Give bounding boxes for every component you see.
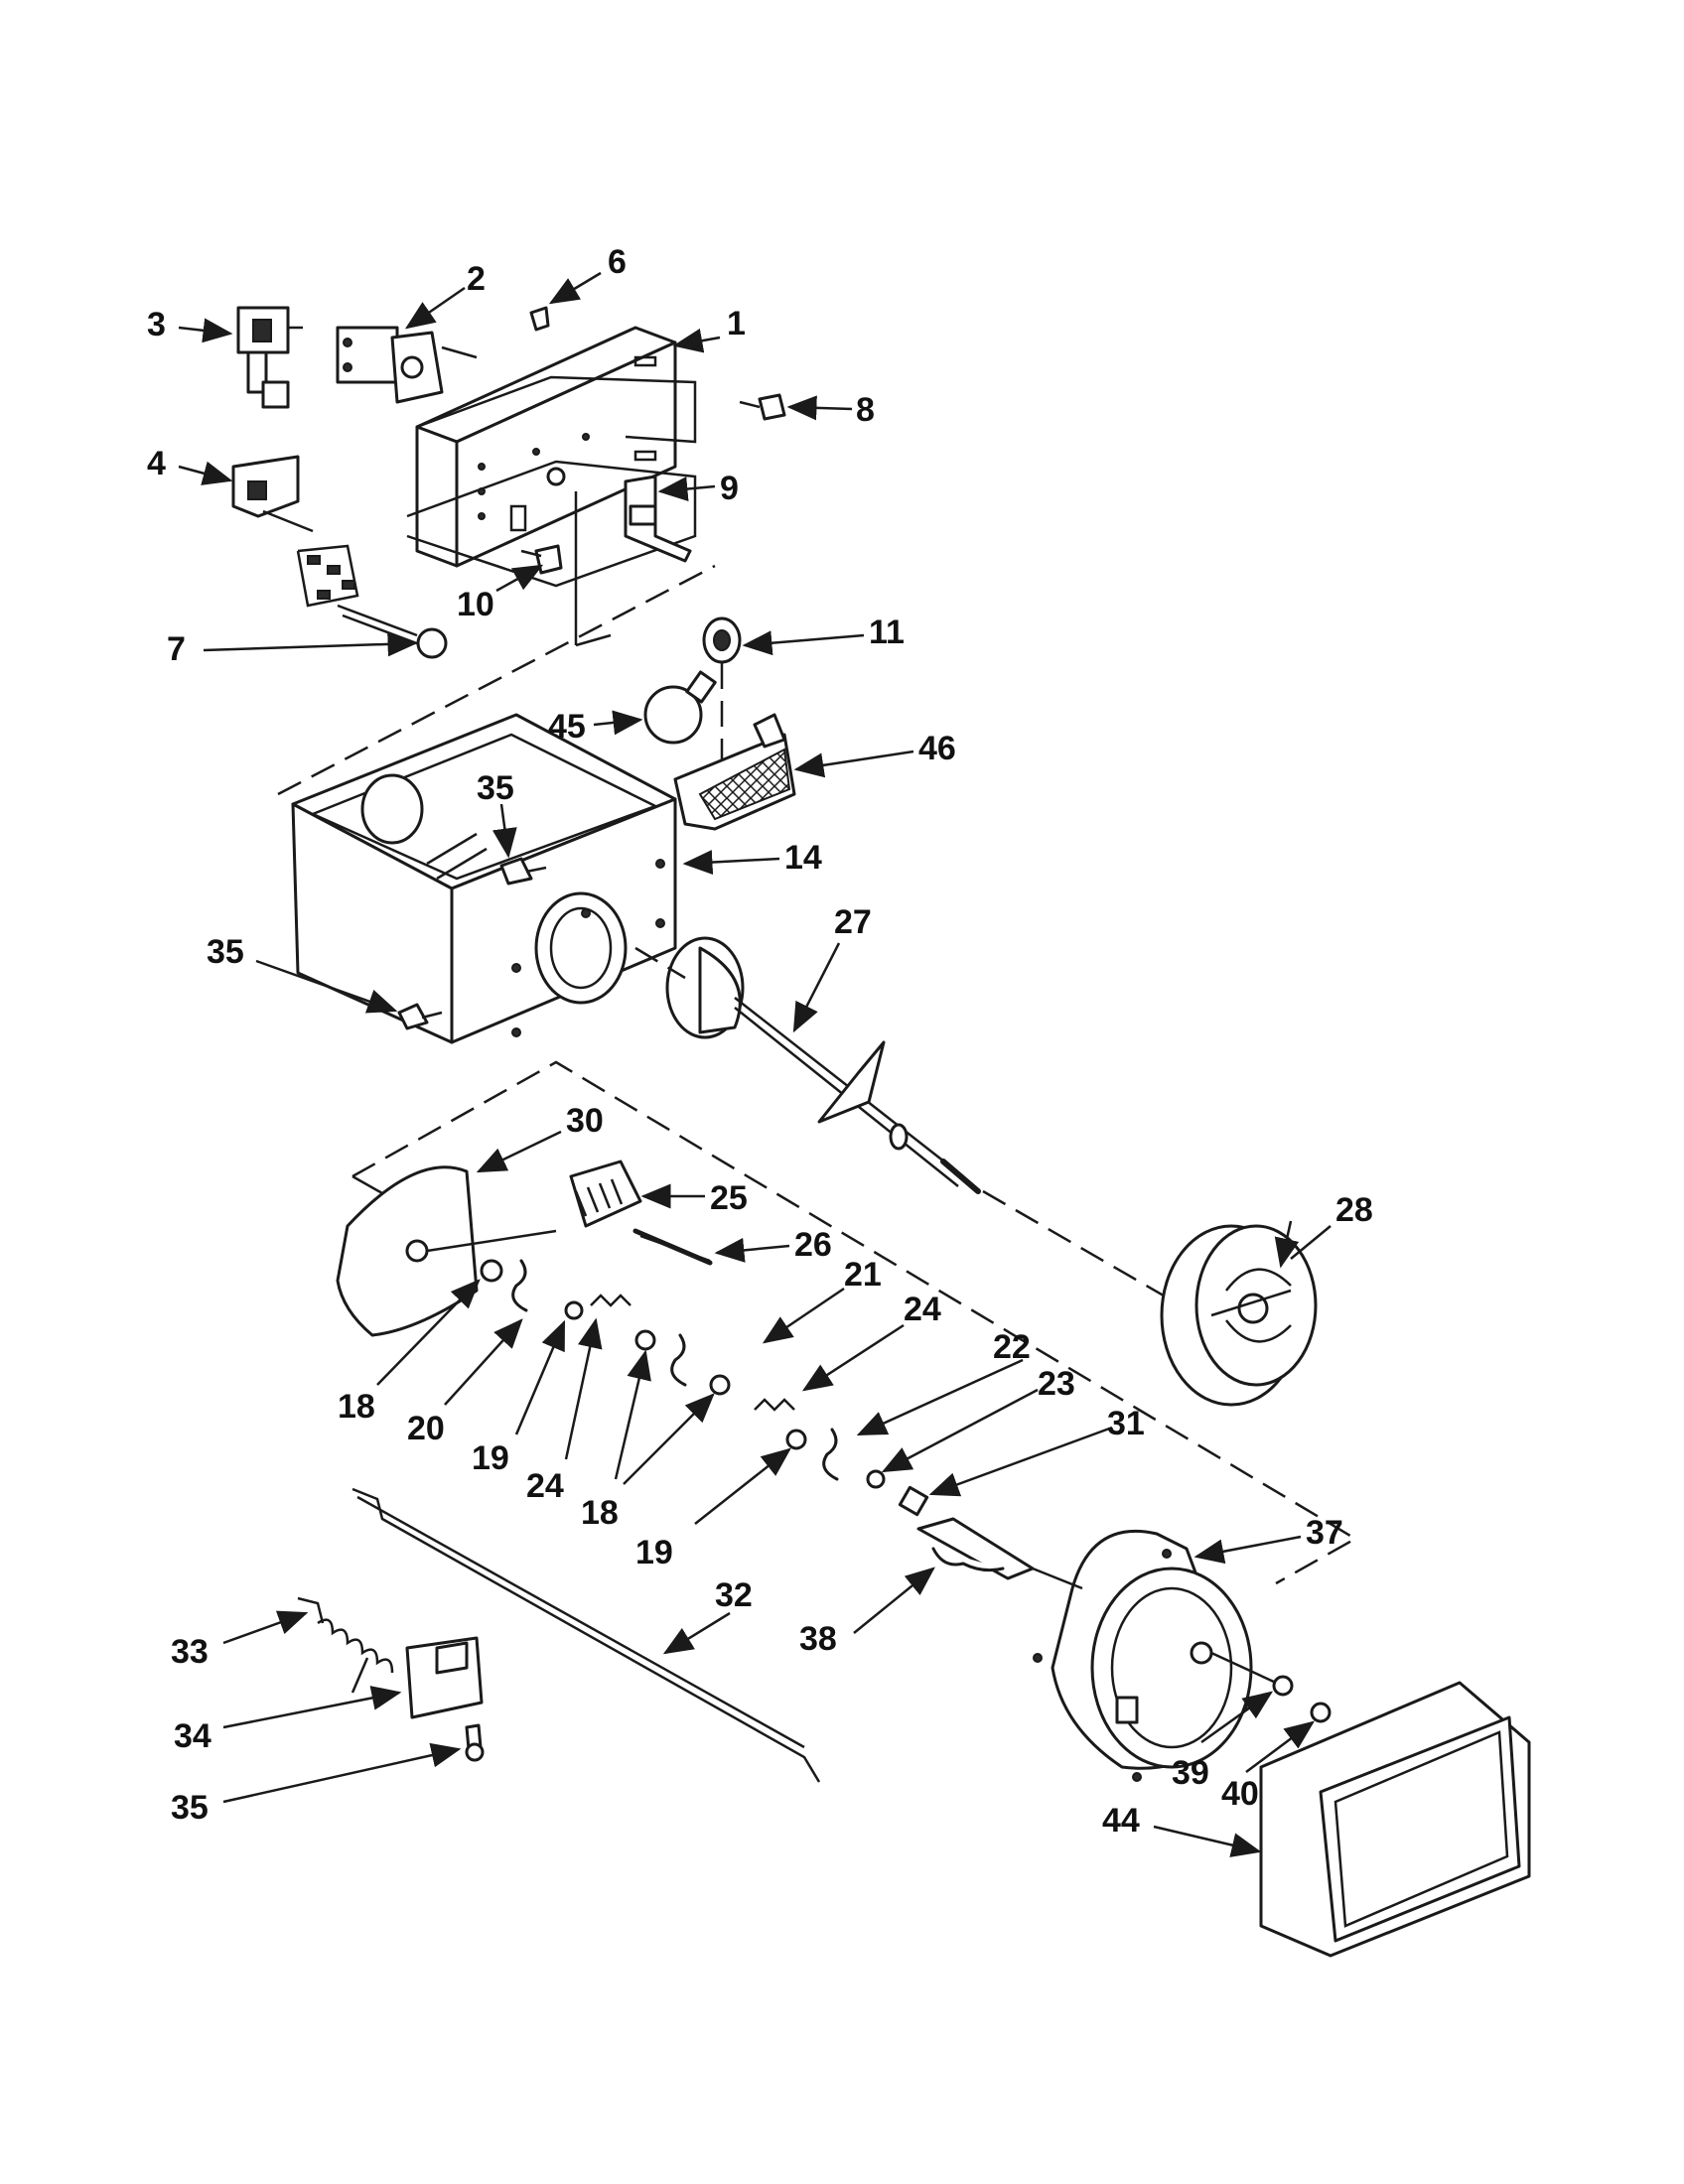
- callout-45: 45: [548, 708, 586, 746]
- auger-motor: [1033, 1529, 1277, 1782]
- screw-top: [739, 393, 786, 421]
- callout-7: 7: [167, 630, 186, 668]
- switch-plate: [296, 544, 448, 659]
- actuator-rod: [351, 1487, 821, 1783]
- callout-32: 32: [715, 1576, 753, 1614]
- auger: [665, 936, 981, 1194]
- auger-cup: [1160, 1224, 1318, 1407]
- reference-plate-top: [416, 375, 697, 444]
- front-cover: [1259, 1681, 1531, 1958]
- callout-34: 34: [174, 1717, 211, 1755]
- callout-38: 38: [799, 1620, 837, 1658]
- callout-19-right: 19: [635, 1534, 673, 1571]
- callout-46: 46: [918, 730, 956, 767]
- callout-19-left: 19: [472, 1439, 509, 1477]
- callout-23: 23: [1038, 1365, 1075, 1403]
- callout-28: 28: [1335, 1191, 1373, 1229]
- callout-44: 44: [1102, 1802, 1140, 1840]
- callout-18-left: 18: [338, 1388, 375, 1426]
- callout-35-bottom: 35: [171, 1789, 209, 1827]
- callout-9: 9: [720, 470, 739, 507]
- lamp-shield: [673, 713, 796, 831]
- callout-27: 27: [834, 903, 872, 941]
- screw-bin-outer: [397, 1003, 443, 1030]
- callout-2: 2: [467, 260, 486, 298]
- screw-bracket: [465, 1723, 485, 1762]
- callout-37: 37: [1306, 1514, 1343, 1552]
- callout-1: 1: [727, 305, 746, 342]
- housing-box: [415, 326, 677, 568]
- callout-3: 3: [147, 306, 166, 343]
- motor-mount-line: [1032, 1567, 1083, 1590]
- crusher-shaft: [632, 1228, 713, 1266]
- crusher-housing-plate: [336, 1165, 557, 1337]
- callout-39: 39: [1172, 1754, 1209, 1792]
- callout-40: 40: [1221, 1775, 1259, 1813]
- screw-side: [520, 544, 563, 575]
- light-bulb: [643, 670, 717, 745]
- solenoid-bracket: [231, 455, 314, 533]
- callout-25: 25: [710, 1179, 748, 1217]
- callout-11: 11: [869, 614, 905, 651]
- motor-bracket: [916, 1517, 1035, 1580]
- washer-39: [1272, 1675, 1294, 1697]
- auger-axis: [634, 946, 686, 980]
- callout-20: 20: [407, 1410, 445, 1447]
- screw-bin-inner: [499, 857, 547, 886]
- spring: [297, 1596, 394, 1694]
- control-housing-group: [231, 306, 796, 831]
- callout-6: 6: [608, 243, 627, 281]
- callout-35-outer: 35: [207, 933, 244, 971]
- ice-bin-housing: [291, 713, 677, 1044]
- callout-18-right: 18: [581, 1494, 619, 1532]
- frame-upper: [277, 564, 716, 796]
- reference-line-short: [575, 633, 612, 647]
- crusher-stack: [480, 1259, 929, 1517]
- callout-30: 30: [566, 1102, 604, 1140]
- washer-40: [1310, 1702, 1332, 1723]
- solenoid: [236, 306, 303, 409]
- callout-14: 14: [784, 839, 822, 877]
- light-bracket: [624, 475, 692, 563]
- callout-10: 10: [457, 586, 494, 623]
- timer-motor: [336, 326, 478, 404]
- frame-lower: [351, 1060, 1358, 1585]
- auger-axis-extension: [982, 1189, 1207, 1322]
- callout-8: 8: [856, 391, 875, 429]
- callout-33: 33: [171, 1633, 209, 1671]
- callout-24-right: 24: [904, 1291, 941, 1328]
- ice-crusher-blade: [569, 1160, 711, 1263]
- callout-22: 22: [993, 1328, 1031, 1366]
- spring-bracket: [405, 1636, 484, 1719]
- clip: [529, 306, 550, 332]
- callout-31: 31: [1107, 1405, 1145, 1442]
- callout-24-left: 24: [526, 1467, 564, 1505]
- callouts: 2 3 4 6 1 8 9 10 7 11 45 46 35 14 35 27: [147, 243, 1373, 1857]
- callout-4: 4: [147, 445, 166, 482]
- callout-21: 21: [844, 1256, 882, 1294]
- callout-35-inner: 35: [477, 769, 514, 807]
- callout-26: 26: [794, 1226, 832, 1264]
